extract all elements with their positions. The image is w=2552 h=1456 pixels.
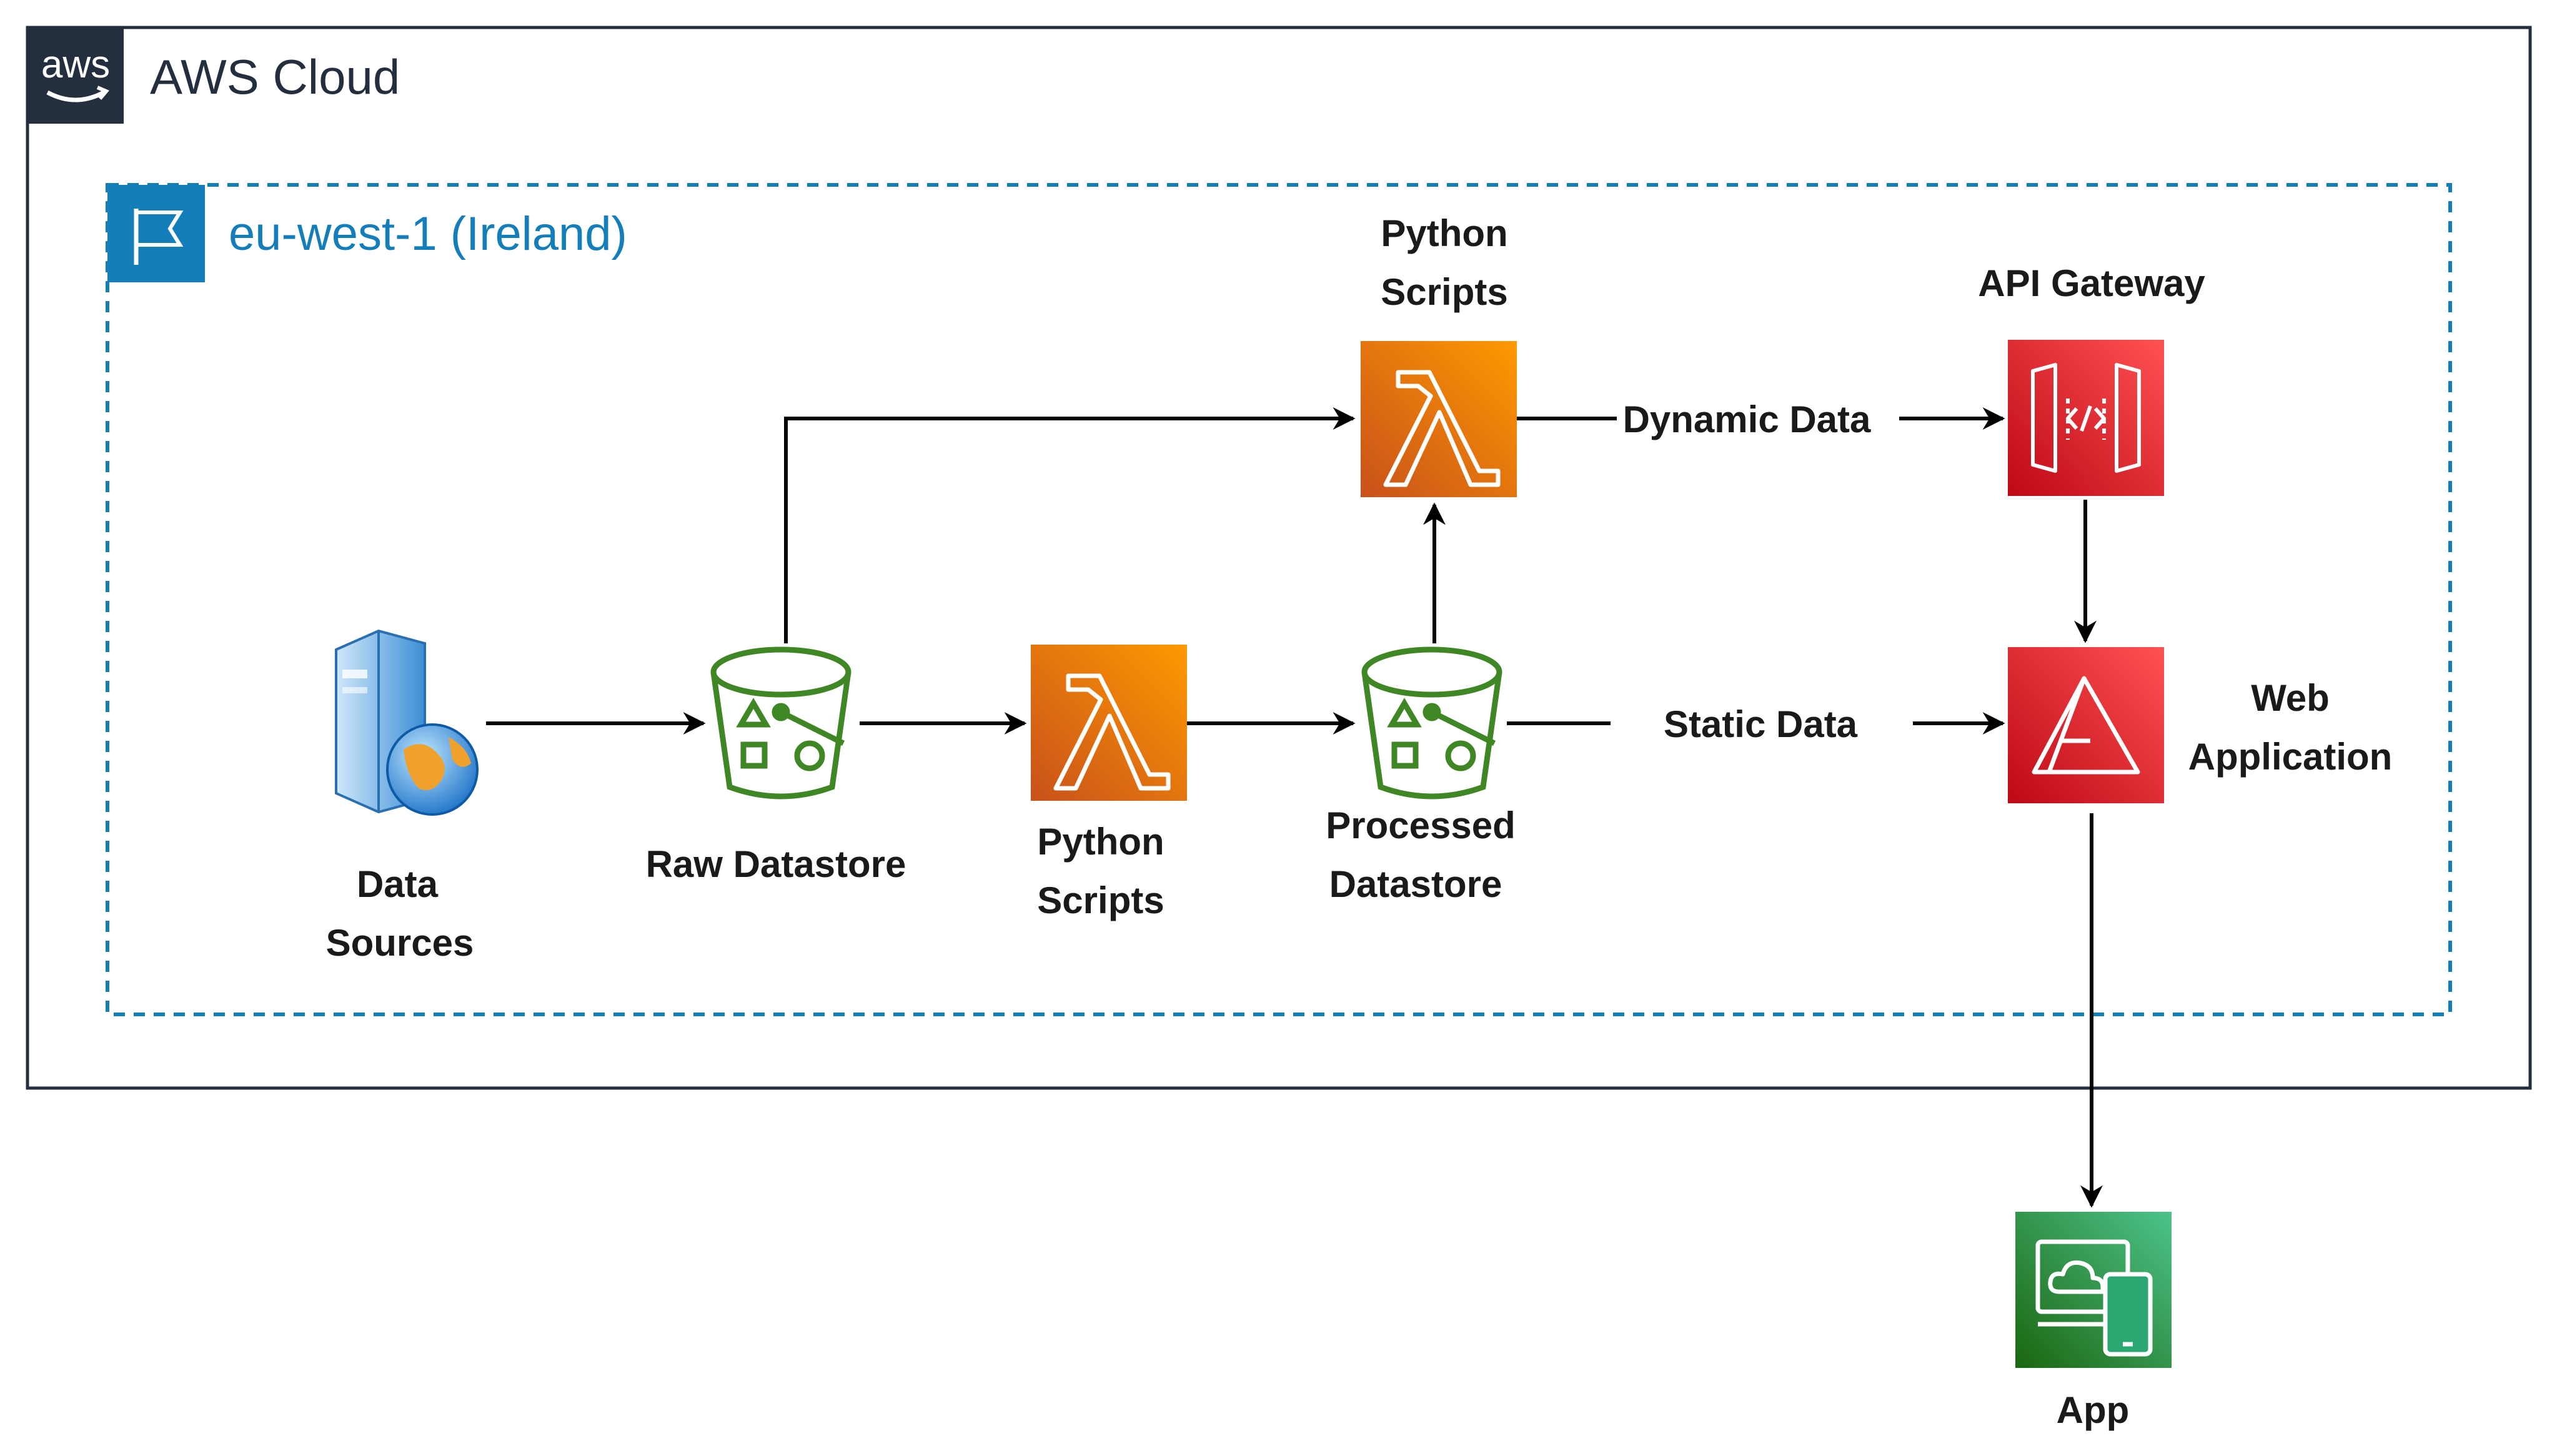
data-sources-label-line2: Sources <box>326 922 474 964</box>
aws-logo-icon: aws <box>27 27 124 124</box>
region-title: eu-west-1 (Ireland) <box>229 207 627 260</box>
node-lambda-top: Python Scripts <box>1361 212 1517 497</box>
web-server-icon <box>335 629 479 816</box>
region-group: eu-west-1 (Ireland) <box>106 183 2452 1016</box>
lambda-icon <box>1361 341 1517 497</box>
node-lambda-middle: Python Scripts <box>1031 645 1187 921</box>
svg-text:aws: aws <box>41 43 110 86</box>
mobile-app-icon <box>2015 1212 2172 1368</box>
processed-datastore-label-line2: Datastore <box>1329 863 1502 905</box>
node-processed-datastore: Processed Datastore <box>1326 646 1516 905</box>
aws-cloud-group: aws AWS Cloud <box>26 26 2532 1090</box>
lambda-middle-label-line2: Scripts <box>1037 879 1164 921</box>
api-gateway-icon <box>2008 340 2164 496</box>
cloud-title: AWS Cloud <box>150 49 400 104</box>
lambda-middle-label-line1: Python <box>1037 821 1164 863</box>
web-application-label-line2: Application <box>2188 736 2393 778</box>
node-raw-datastore: Raw Datastore <box>646 646 906 885</box>
connectors <box>486 407 2103 1208</box>
lambda-top-label-line2: Scripts <box>1381 271 1507 313</box>
edge-label-static: Static Data <box>1664 703 1858 745</box>
s3-bucket-icon <box>710 646 851 800</box>
node-app: App <box>2015 1212 2172 1431</box>
app-label: App <box>2057 1389 2130 1431</box>
node-data-sources: Data Sources <box>326 629 479 964</box>
raw-datastore-label: Raw Datastore <box>646 843 906 885</box>
flag-icon <box>107 185 205 282</box>
api-gateway-label: API Gateway <box>1978 262 2205 304</box>
node-api-gateway: API Gateway <box>1978 262 2205 496</box>
processed-datastore-label-line1: Processed <box>1326 805 1516 846</box>
s3-bucket-icon <box>1361 646 1502 800</box>
node-web-application: Web Application <box>2008 647 2392 803</box>
data-sources-label-line1: Data <box>357 863 439 905</box>
amplify-icon <box>2008 647 2164 803</box>
lambda-top-label-line1: Python <box>1381 212 1507 254</box>
edge-label-dynamic: Dynamic Data <box>1623 399 1871 440</box>
lambda-icon <box>1031 645 1187 801</box>
web-application-label-line1: Web <box>2251 677 2330 719</box>
edge-raw-to-lambda-top <box>784 407 1356 643</box>
